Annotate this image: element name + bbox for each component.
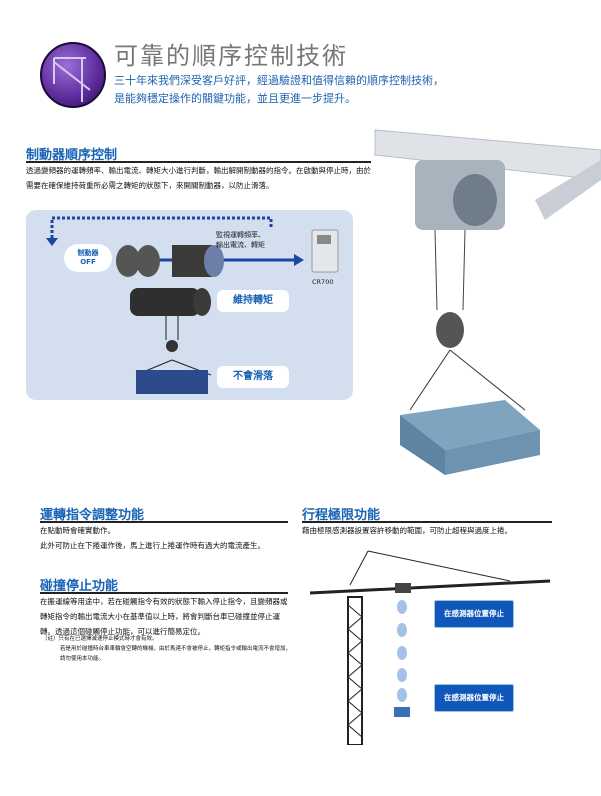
brake-text: 透過變頻器的運轉頻率、輸出電流、轉矩大小進行判斷，輸出解開制動器的指令。在啟動與… bbox=[26, 166, 371, 190]
tower-crane-illustration bbox=[310, 550, 551, 745]
brake-heading: 制動器順序控制 bbox=[26, 148, 118, 163]
travel-limit-text: 藉由極限感測器設置容許移動的範圍，可防止超程與過度上捲。 bbox=[302, 526, 512, 535]
page-title: 可靠的順序控制技術 bbox=[114, 42, 348, 70]
divider bbox=[40, 521, 288, 523]
no-slip-label: 不會滑落 bbox=[217, 366, 289, 388]
run-adjust-text: 在點動時會確實動作。此外可防止在下捲運作後，馬上進行上捲運作時有過大的電流產生。 bbox=[40, 526, 265, 550]
stop-at-sensor-box-upper: 在感測器位置停止 bbox=[434, 600, 514, 628]
collision-note: （註）只有在已選擇減速停止模式時才會有效。 若是用於碰撞時台車車輪會空轉的機械，… bbox=[42, 636, 292, 662]
crane-logo-icon bbox=[40, 42, 106, 108]
intro-text: 三十年來我們深受客戶好評，經過驗證和值得信賴的順序控制技術，是能夠穩定操作的關鍵… bbox=[114, 74, 444, 105]
monitor-label: 監視運轉頻率、輸出電流、轉矩 bbox=[216, 231, 265, 249]
inverter-model: CR700 bbox=[312, 278, 334, 286]
overhead-crane-illustration bbox=[374, 129, 601, 475]
travel-limit-heading: 行程極限功能 bbox=[302, 508, 381, 523]
divider bbox=[302, 521, 552, 523]
divider bbox=[26, 161, 371, 163]
collision-text: 在搬運線等用途中，若在碰觸指令有效的狀態下輸入停止指令，且變頻器或轉矩指令的輸出… bbox=[40, 597, 288, 636]
stop-at-sensor-box-lower: 在感測器位置停止 bbox=[434, 684, 514, 712]
collision-heading: 碰撞停止功能 bbox=[40, 579, 119, 594]
hold-torque-label: 維持轉矩 bbox=[217, 290, 289, 312]
run-adjust-heading: 運轉指令調整功能 bbox=[40, 508, 145, 523]
divider bbox=[40, 592, 288, 594]
diagram-shapes bbox=[46, 216, 339, 394]
